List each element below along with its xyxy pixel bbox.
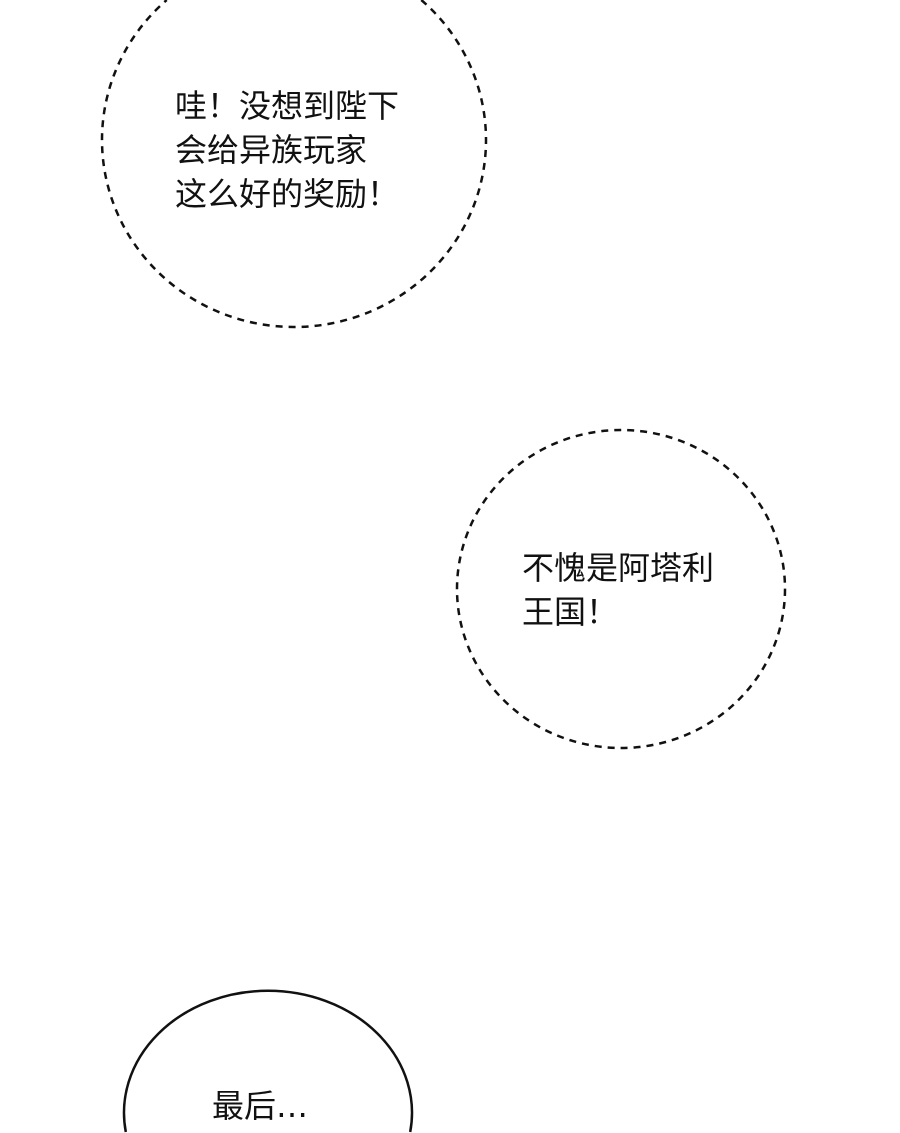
- bubble-line: 王国！: [522, 593, 619, 631]
- bubble-line: 最后…: [212, 1087, 309, 1125]
- speech-bubble-1-text: 哇！没想到陛下 会给异族玩家 这么好的奖励！: [175, 84, 399, 216]
- speech-bubble-2-text: 不愧是阿塔利 王国！: [522, 546, 714, 634]
- speech-bubble-1-outline: [100, 0, 488, 329]
- speech-bubble-3-outline: [122, 989, 414, 1133]
- speech-bubble-2-outline: [455, 428, 787, 750]
- bubble-line: 会给异族玩家: [175, 131, 368, 169]
- bubble-line: 这么好的奖励！: [175, 175, 400, 213]
- speech-bubble-3-text: 最后…: [212, 1084, 308, 1128]
- bubble-line: 不愧是阿塔利: [522, 549, 715, 587]
- bubble-line: 哇！没想到陛下: [175, 87, 400, 125]
